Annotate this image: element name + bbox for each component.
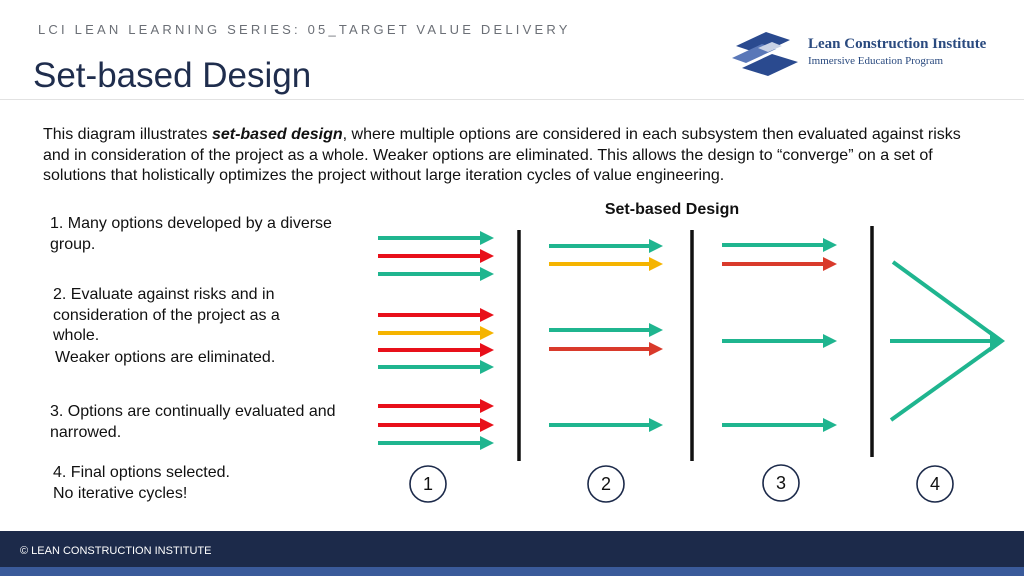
footer-bar: © LEAN CONSTRUCTION INSTITUTE	[0, 531, 1024, 567]
option-arrow	[549, 257, 663, 271]
stage-number: 2	[601, 474, 611, 494]
option-arrow	[378, 231, 494, 245]
option-arrow	[722, 238, 837, 252]
option-arrow	[549, 418, 663, 432]
page-title: Set-based Design	[33, 56, 312, 95]
series-label: LCI LEAN LEARNING SERIES: 05_TARGET VALU…	[38, 22, 571, 37]
logo: Lean Construction Institute Immersive Ed…	[728, 26, 1008, 80]
stage-circle	[409, 465, 447, 503]
stage-circle	[762, 464, 800, 502]
stage-circle	[587, 465, 625, 503]
intro-suffix: , where multiple options are considered …	[43, 126, 961, 184]
option-arrow	[378, 249, 494, 263]
converge-line-top	[891, 260, 1002, 342]
option-arrow	[378, 343, 494, 357]
converge-arrowhead	[990, 330, 1005, 352]
stage-circle	[916, 465, 954, 503]
logo-subtitle: Immersive Education Program	[808, 55, 944, 67]
converge-line-bottom	[889, 340, 1002, 422]
stage-number: 3	[776, 473, 786, 493]
intro-emphasis: set-based design	[211, 126, 343, 143]
logo-name: Lean Construction Institute	[808, 36, 987, 52]
option-arrow	[722, 418, 837, 432]
step-2-note: Weaker options are eliminated.	[55, 349, 276, 366]
step-1-text: 1. Many options developed by a diverse g…	[50, 215, 332, 253]
diagram-title: Set-based Design	[605, 201, 739, 218]
stage-dividers	[517, 226, 874, 461]
option-arrow	[378, 326, 494, 340]
option-arrow	[378, 436, 494, 450]
header-divider	[0, 99, 1024, 100]
footer-band	[0, 567, 1024, 576]
step-3-text: 3. Options are continually evaluated and…	[50, 403, 336, 441]
option-arrow	[549, 323, 663, 337]
option-arrow	[378, 360, 494, 374]
stage-markers: 1 2 3 4	[409, 464, 954, 503]
option-arrow	[378, 399, 494, 413]
option-arrow	[378, 418, 494, 432]
stage-number: 1	[423, 474, 433, 494]
option-arrow	[549, 342, 663, 356]
stage-number: 4	[930, 474, 940, 494]
lci-logo-icon	[732, 32, 798, 76]
option-arrow	[722, 334, 837, 348]
footer-copyright: © LEAN CONSTRUCTION INSTITUTE	[20, 545, 212, 557]
option-arrows	[378, 231, 837, 450]
step-4-text: 4. Final options selected.	[53, 464, 230, 481]
convergence-arrow	[889, 260, 1005, 422]
intro-prefix: This diagram illustrates	[43, 126, 212, 143]
step-2-text: 2. Evaluate against risks and in conside…	[53, 286, 280, 344]
option-arrow	[378, 308, 494, 322]
option-arrow	[549, 239, 663, 253]
option-arrow	[378, 267, 494, 281]
intro-paragraph: This diagram illustrates set-based desig…	[43, 125, 963, 187]
step-4-note: No iterative cycles!	[53, 485, 188, 502]
option-arrow	[722, 257, 837, 271]
